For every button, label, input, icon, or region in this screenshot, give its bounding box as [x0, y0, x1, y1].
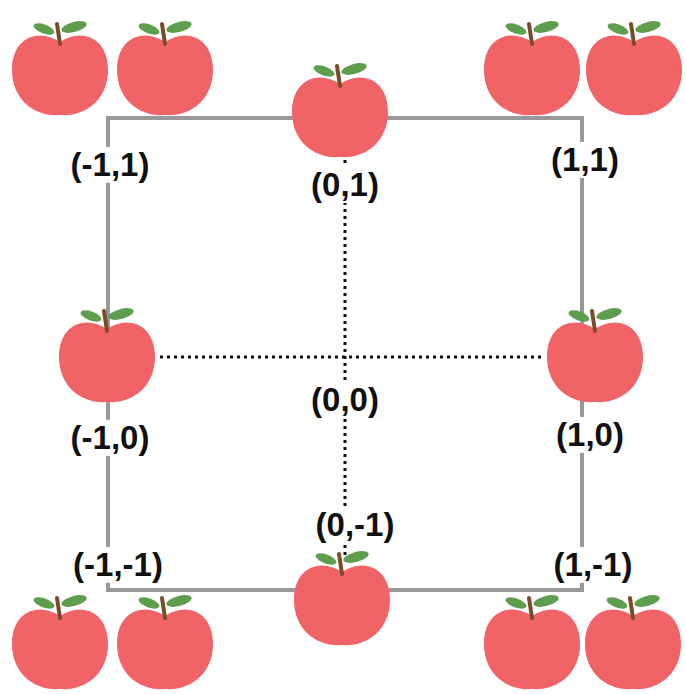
apple	[585, 593, 681, 689]
dotted-axis	[160, 356, 545, 359]
coordinate-label: (-1,1)	[69, 147, 152, 183]
apple	[117, 19, 213, 115]
apple	[12, 19, 108, 115]
apple	[484, 19, 580, 115]
coordinate-label: (-1,-1)	[71, 547, 165, 583]
square-outline	[108, 118, 582, 590]
coordinate-label: (0,0)	[309, 382, 381, 418]
apple	[294, 549, 390, 645]
coordinate-label: (1,-1)	[552, 547, 635, 583]
apple	[484, 593, 580, 689]
apple	[59, 306, 155, 402]
apple	[586, 19, 682, 115]
apple	[12, 593, 108, 689]
apple	[547, 306, 643, 402]
coordinate-label: (0,-1)	[314, 507, 397, 543]
coordinate-label: (-1,0)	[69, 420, 152, 456]
apple	[117, 593, 213, 689]
coordinate-label: (1,1)	[549, 142, 621, 178]
coordinate-label: (1,0)	[554, 417, 626, 453]
apple	[292, 61, 388, 157]
coordinate-label: (0,1)	[309, 167, 381, 203]
